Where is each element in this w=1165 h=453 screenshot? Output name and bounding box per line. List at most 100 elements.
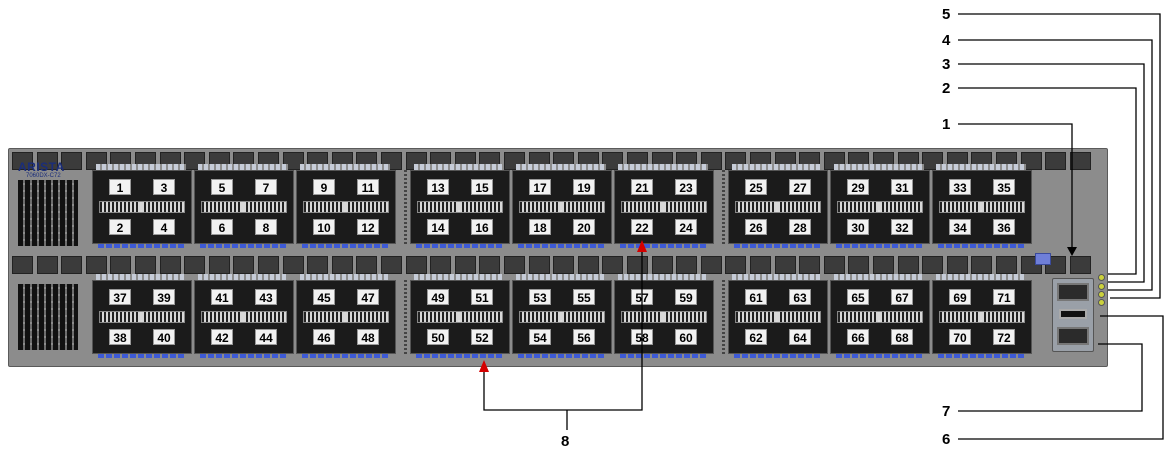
port-24[interactable]: 24	[675, 219, 697, 235]
port-59[interactable]: 59	[675, 289, 697, 305]
port-46[interactable]: 46	[313, 329, 335, 345]
fan-slot	[700, 256, 722, 274]
port-2[interactable]: 2	[109, 219, 131, 235]
port-label-strip	[414, 164, 504, 170]
port-61[interactable]: 61	[745, 289, 767, 305]
port-18[interactable]: 18	[529, 219, 551, 235]
port-36[interactable]: 36	[993, 219, 1015, 235]
port-13[interactable]: 13	[427, 179, 449, 195]
port-14[interactable]: 14	[427, 219, 449, 235]
port-26[interactable]: 26	[745, 219, 767, 235]
port-21[interactable]: 21	[631, 179, 653, 195]
port-42[interactable]: 42	[211, 329, 233, 345]
port-69[interactable]: 69	[949, 289, 971, 305]
port-34[interactable]: 34	[949, 219, 971, 235]
port-10[interactable]: 10	[313, 219, 335, 235]
port-19[interactable]: 19	[573, 179, 595, 195]
port-41[interactable]: 41	[211, 289, 233, 305]
qsfp-port-group: 57 58 59 60	[614, 280, 714, 354]
port-38[interactable]: 38	[109, 329, 131, 345]
fan-slot	[331, 256, 353, 274]
port-7[interactable]: 7	[255, 179, 277, 195]
port-62[interactable]: 62	[745, 329, 767, 345]
fan-slot	[602, 256, 624, 274]
port-40[interactable]: 40	[153, 329, 175, 345]
port-44[interactable]: 44	[255, 329, 277, 345]
qsfp-port-group: 65 66 67 68	[830, 280, 930, 354]
port-15[interactable]: 15	[471, 179, 493, 195]
port-52[interactable]: 52	[471, 329, 493, 345]
port-51[interactable]: 51	[471, 289, 493, 305]
port-49[interactable]: 49	[427, 289, 449, 305]
port-led-strip	[620, 354, 706, 358]
port-3[interactable]: 3	[153, 179, 175, 195]
port-cage-latch	[735, 201, 821, 213]
port-53[interactable]: 53	[529, 289, 551, 305]
port-57[interactable]: 57	[631, 289, 653, 305]
port-separator-dots	[722, 280, 725, 354]
port-72[interactable]: 72	[993, 329, 1015, 345]
port-29[interactable]: 29	[847, 179, 869, 195]
port-31[interactable]: 31	[891, 179, 913, 195]
port-led-strip	[200, 244, 286, 248]
port-66[interactable]: 66	[847, 329, 869, 345]
port-50[interactable]: 50	[427, 329, 449, 345]
management-ethernet-port[interactable]	[1057, 327, 1089, 345]
port-37[interactable]: 37	[109, 289, 131, 305]
fan-slot	[12, 152, 33, 170]
port-23[interactable]: 23	[675, 179, 697, 195]
management-panel	[1052, 278, 1094, 352]
port-9[interactable]: 9	[313, 179, 335, 195]
port-17[interactable]: 17	[529, 179, 551, 195]
port-54[interactable]: 54	[529, 329, 551, 345]
port-label-strip	[936, 274, 1026, 280]
port-56[interactable]: 56	[573, 329, 595, 345]
port-led-strip	[734, 354, 820, 358]
port-45[interactable]: 45	[313, 289, 335, 305]
port-22[interactable]: 22	[631, 219, 653, 235]
console-port[interactable]	[1057, 283, 1089, 301]
port-cage-latch	[519, 311, 605, 323]
callout-5: 5	[942, 6, 951, 23]
port-1[interactable]: 1	[109, 179, 131, 195]
port-11[interactable]: 11	[357, 179, 379, 195]
port-27[interactable]: 27	[789, 179, 811, 195]
port-55[interactable]: 55	[573, 289, 595, 305]
port-65[interactable]: 65	[847, 289, 869, 305]
port-71[interactable]: 71	[993, 289, 1015, 305]
port-20[interactable]: 20	[573, 219, 595, 235]
fan-slot	[381, 256, 402, 274]
port-33[interactable]: 33	[949, 179, 971, 195]
port-60[interactable]: 60	[675, 329, 697, 345]
port-label-strip	[516, 164, 606, 170]
port-8[interactable]: 8	[255, 219, 277, 235]
port-4[interactable]: 4	[153, 219, 175, 235]
port-5[interactable]: 5	[211, 179, 233, 195]
fan-slot	[651, 256, 673, 274]
port-68[interactable]: 68	[891, 329, 913, 345]
port-35[interactable]: 35	[993, 179, 1015, 195]
port-12[interactable]: 12	[357, 219, 379, 235]
port-39[interactable]: 39	[153, 289, 175, 305]
fan-slot	[750, 256, 771, 274]
port-6[interactable]: 6	[211, 219, 233, 235]
usb-port[interactable]	[1059, 309, 1087, 319]
port-30[interactable]: 30	[847, 219, 869, 235]
port-58[interactable]: 58	[631, 329, 653, 345]
port-25[interactable]: 25	[745, 179, 767, 195]
fan-slot	[233, 256, 255, 274]
model-label: 7060DX-C72	[26, 173, 61, 179]
qsfp-port-group: 25 26 27 28	[728, 170, 828, 244]
port-67[interactable]: 67	[891, 289, 913, 305]
port-43[interactable]: 43	[255, 289, 277, 305]
port-70[interactable]: 70	[949, 329, 971, 345]
port-47[interactable]: 47	[357, 289, 379, 305]
port-label-strip	[834, 164, 924, 170]
port-16[interactable]: 16	[471, 219, 493, 235]
port-28[interactable]: 28	[789, 219, 811, 235]
port-32[interactable]: 32	[891, 219, 913, 235]
port-label-strip	[96, 274, 186, 280]
port-64[interactable]: 64	[789, 329, 811, 345]
port-63[interactable]: 63	[789, 289, 811, 305]
port-48[interactable]: 48	[357, 329, 379, 345]
